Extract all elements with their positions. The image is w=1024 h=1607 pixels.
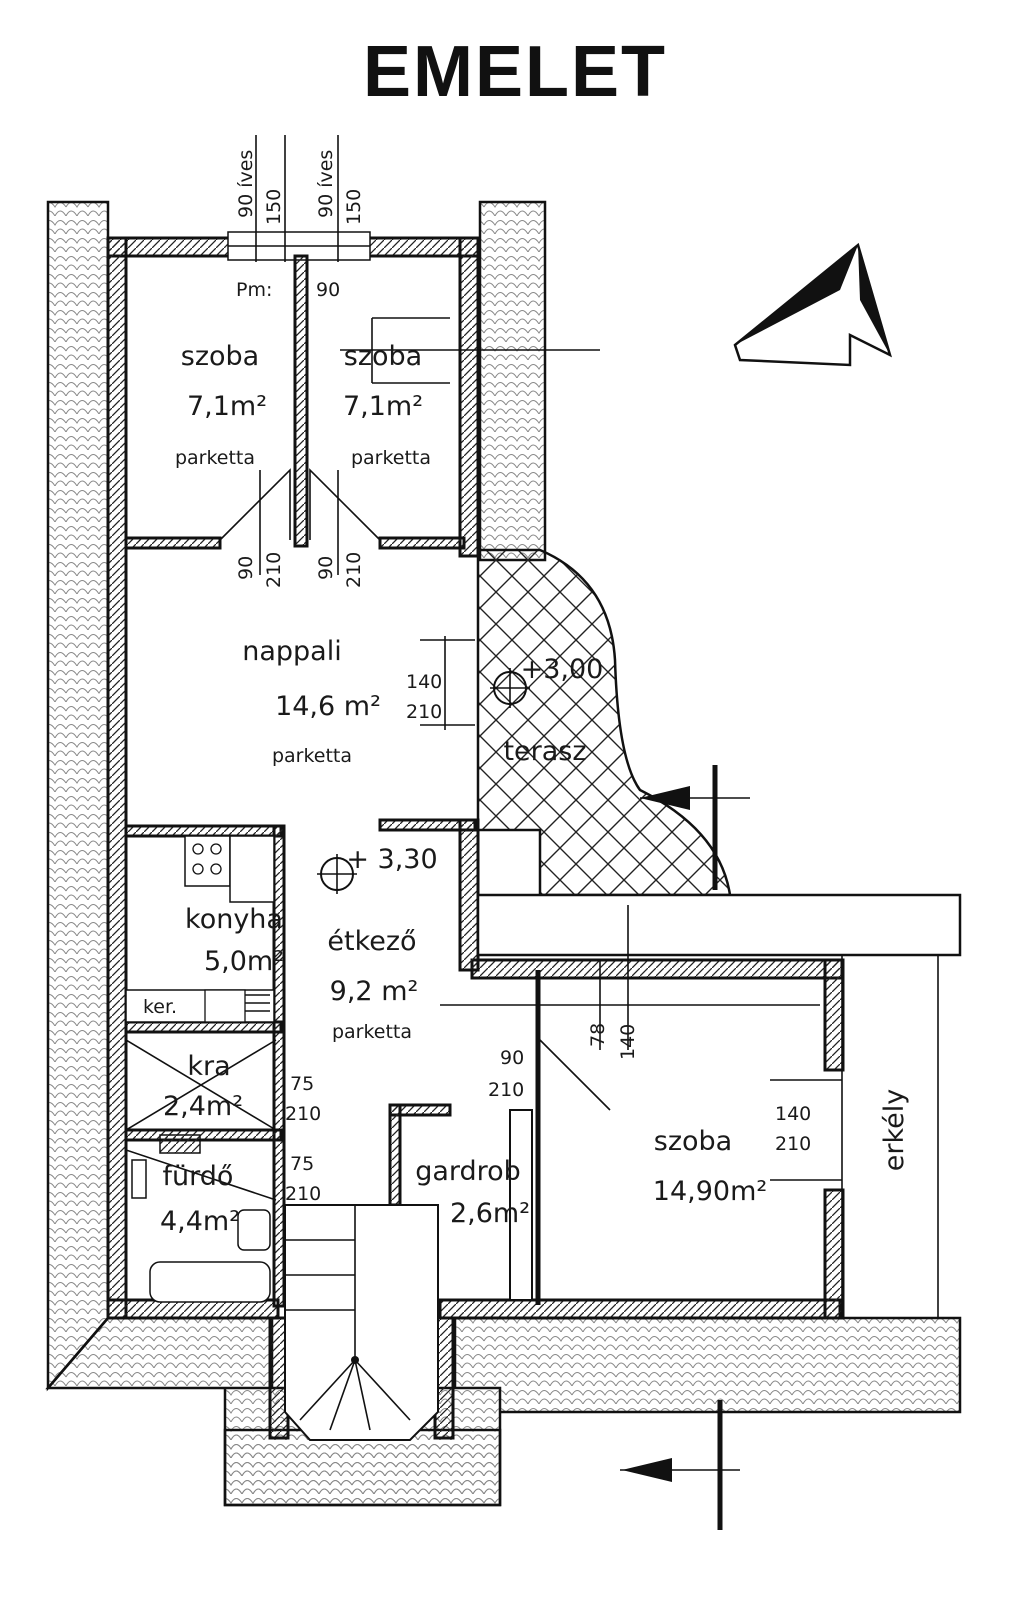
- door-swings: [125, 468, 611, 1201]
- kitchen-fixtures: [125, 835, 275, 1023]
- svg-text:210: 210: [406, 701, 442, 723]
- svg-text:210: 210: [285, 1183, 321, 1205]
- svg-text:75: 75: [290, 1073, 314, 1095]
- room-terasz: terasz +3,00: [503, 654, 603, 767]
- svg-text:kra: kra: [187, 1051, 230, 1082]
- svg-text:7,1m²: 7,1m²: [343, 391, 423, 422]
- svg-text:+ 3,30: + 3,30: [346, 844, 437, 875]
- svg-text:14,90m²: 14,90m²: [653, 1176, 767, 1207]
- svg-text:140: 140: [617, 1024, 639, 1060]
- svg-text:+3,00: +3,00: [521, 654, 604, 685]
- svg-text:150: 150: [263, 189, 285, 225]
- room-szoba-2: szoba 7,1m² parketta: [343, 341, 431, 469]
- svg-text:parketta: parketta: [351, 447, 431, 469]
- svg-text:Pm:: Pm:: [236, 279, 272, 301]
- svg-text:étkező: étkező: [327, 926, 416, 957]
- svg-text:parketta: parketta: [175, 447, 255, 469]
- svg-text:90: 90: [316, 279, 340, 301]
- room-nappali: nappali 14,6 m² parketta: [242, 636, 381, 767]
- svg-text:gardrob: gardrob: [415, 1156, 521, 1187]
- svg-text:erkély: erkély: [879, 1089, 910, 1171]
- svg-text:90: 90: [235, 556, 257, 580]
- svg-text:210: 210: [775, 1133, 811, 1155]
- svg-text:75: 75: [290, 1153, 314, 1175]
- svg-text:90: 90: [500, 1047, 524, 1069]
- room-szoba-3: szoba 14,90m²: [653, 1126, 767, 1207]
- room-szoba-1: szoba 7,1m² parketta: [175, 341, 267, 469]
- room-konyha: konyha 5,0m² ker.: [143, 904, 284, 1018]
- svg-text:konyha: konyha: [185, 904, 283, 935]
- svg-text:szoba: szoba: [344, 341, 422, 372]
- svg-text:210: 210: [285, 1103, 321, 1125]
- svg-text:90 íves: 90 íves: [235, 150, 257, 218]
- svg-text:140: 140: [775, 1103, 811, 1125]
- svg-text:7,1m²: 7,1m²: [187, 391, 267, 422]
- svg-text:2,4m²: 2,4m²: [163, 1091, 243, 1122]
- room-furdo: fürdő 4,4m²: [160, 1161, 240, 1237]
- balcony: [476, 893, 962, 1318]
- room-gardrob: gardrob 2,6m²: [415, 1156, 530, 1229]
- svg-text:140: 140: [406, 671, 442, 693]
- terrace-area: [476, 548, 732, 897]
- exterior-walls: [106, 236, 845, 1440]
- svg-text:parketta: parketta: [332, 1021, 412, 1043]
- svg-text:szoba: szoba: [181, 341, 259, 372]
- plan-title: EMELET: [363, 32, 667, 112]
- svg-text:terasz: terasz: [503, 736, 586, 767]
- svg-text:4,4m²: 4,4m²: [160, 1206, 240, 1237]
- svg-text:parketta: parketta: [272, 745, 352, 767]
- room-kra: kra 2,4m²: [163, 1051, 243, 1122]
- svg-text:210: 210: [263, 552, 285, 588]
- svg-text:150: 150: [343, 189, 365, 225]
- svg-text:14,6 m²: 14,6 m²: [275, 691, 381, 722]
- svg-text:ker.: ker.: [143, 996, 177, 1018]
- svg-text:2,6m²: 2,6m²: [450, 1198, 530, 1229]
- interior-walls: [124, 254, 541, 1308]
- svg-text:9,2 m²: 9,2 m²: [330, 976, 419, 1007]
- svg-text:90 íves: 90 íves: [315, 150, 337, 218]
- svg-text:210: 210: [488, 1079, 524, 1101]
- svg-text:210: 210: [343, 552, 365, 588]
- bathroom-fixtures: [131, 1134, 271, 1303]
- svg-text:78: 78: [587, 1023, 609, 1047]
- entrance-arrows: [620, 765, 750, 1530]
- dimension-lines: [259, 317, 820, 1050]
- svg-text:szoba: szoba: [654, 1126, 732, 1157]
- svg-text:90: 90: [315, 556, 337, 580]
- staircase: [284, 1204, 439, 1441]
- room-etkezo: + 3,30 étkező 9,2 m² parketta: [317, 844, 438, 1043]
- room-erkely: erkély: [879, 1089, 910, 1171]
- svg-text:nappali: nappali: [242, 636, 341, 667]
- svg-text:fürdő: fürdő: [163, 1161, 234, 1192]
- svg-text:5,0m²: 5,0m²: [204, 946, 284, 977]
- dimension-labels: 90 íves 150 90 íves 150 Pm: 90 90 210 90…: [235, 150, 811, 1205]
